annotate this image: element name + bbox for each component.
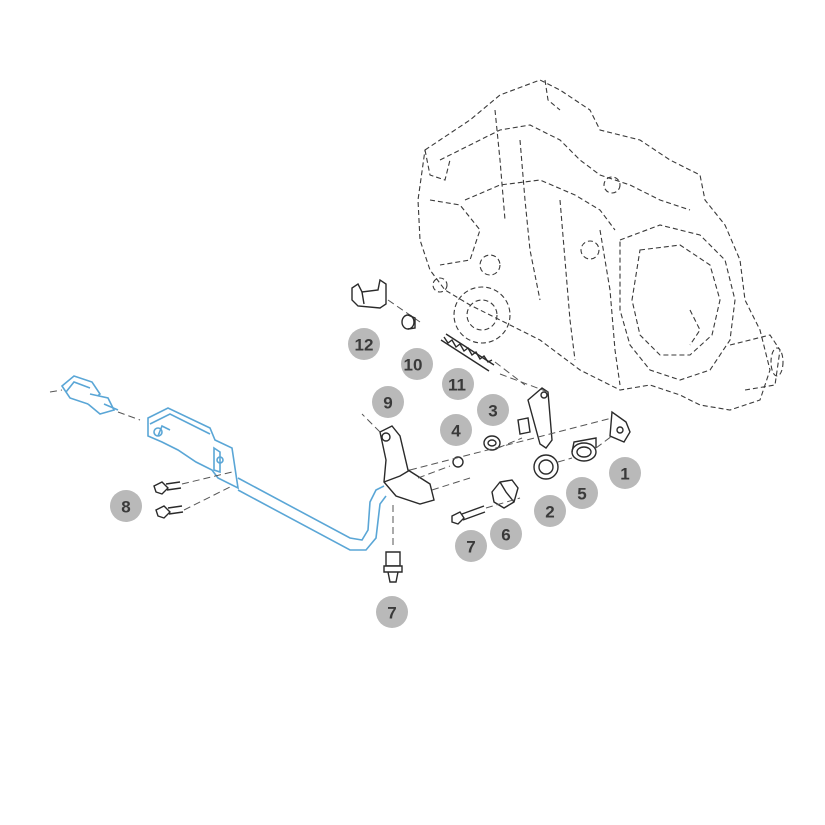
callout-6: 6 — [490, 518, 522, 550]
callout-10: 10 — [401, 348, 433, 380]
callout-3: 3 — [477, 394, 509, 426]
part-7-bolt-upper — [451, 505, 486, 525]
svg-text:3: 3 — [488, 402, 497, 421]
part-7-bolt-lower — [383, 551, 403, 583]
callout-4: 4 — [440, 414, 472, 446]
part-11-spring — [440, 333, 495, 372]
callout-7-lower: 7 — [376, 596, 408, 628]
shift-arm — [517, 387, 553, 449]
part-5-sleeve — [571, 437, 597, 462]
svg-text:2: 2 — [545, 503, 554, 522]
part-9-lever — [379, 425, 435, 505]
part-3-washer — [483, 435, 501, 451]
sensor-highlighted — [60, 375, 119, 415]
callout-12: 12 — [348, 328, 380, 360]
svg-text:6: 6 — [501, 526, 510, 545]
svg-text:7: 7 — [387, 604, 396, 623]
svg-text:4: 4 — [451, 422, 461, 441]
svg-text:8: 8 — [121, 498, 130, 517]
callout-1: 1 — [609, 457, 641, 489]
svg-text:10: 10 — [404, 356, 423, 375]
callout-8: 8 — [110, 490, 142, 522]
callout-2: 2 — [534, 495, 566, 527]
part-2-seal — [533, 454, 559, 480]
part-8-bolts — [153, 481, 184, 519]
bracket-assembly-highlighted — [147, 407, 240, 490]
part-10-bushing — [401, 314, 416, 330]
svg-text:1: 1 — [620, 465, 629, 484]
shift-rod-highlighted — [237, 477, 387, 551]
callout-5: 5 — [566, 477, 598, 509]
svg-text:12: 12 — [355, 336, 374, 355]
callout-11: 11 — [442, 368, 474, 400]
callout-9: 9 — [372, 386, 404, 418]
part-12-bracket — [351, 278, 387, 309]
svg-text:7: 7 — [466, 538, 475, 557]
svg-text:9: 9 — [383, 394, 392, 413]
transmission-housing — [417, 79, 784, 411]
part-1-plate — [609, 410, 631, 443]
leader-lines — [361, 373, 613, 509]
callout-7-upper: 7 — [455, 530, 487, 562]
svg-text:5: 5 — [577, 485, 586, 504]
part-6-knob — [491, 479, 519, 509]
part-4-oring — [452, 456, 464, 468]
svg-text:11: 11 — [448, 376, 466, 395]
